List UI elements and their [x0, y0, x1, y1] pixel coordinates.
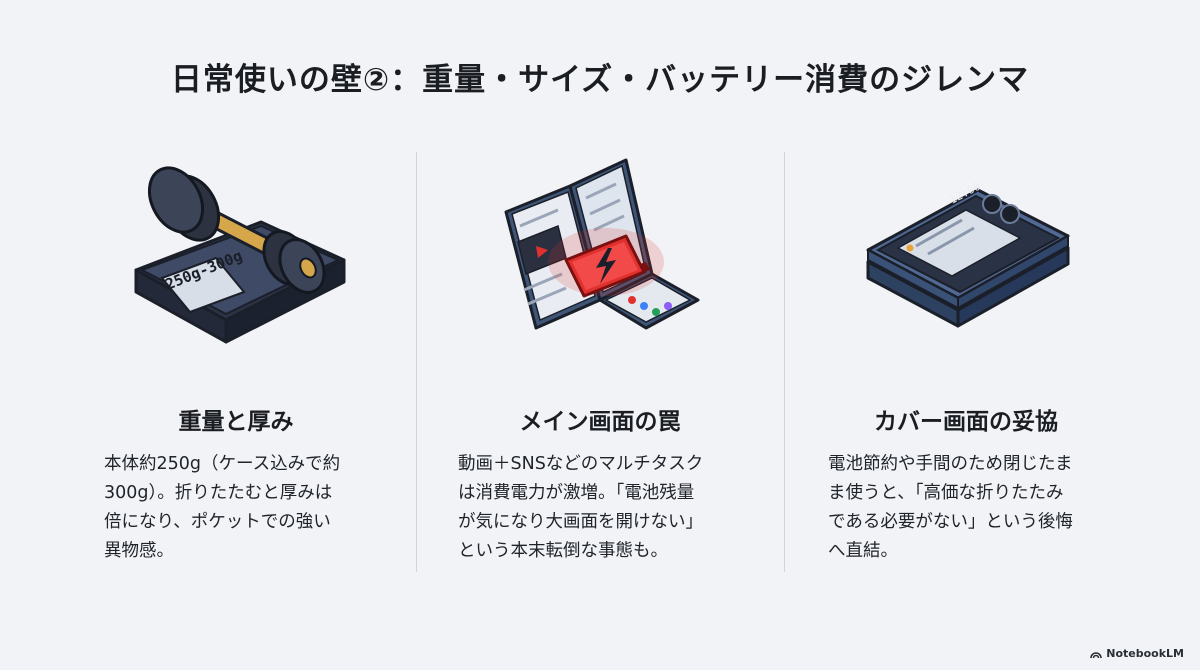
- body-line: へ直結。: [828, 541, 898, 561]
- foldable-battery-warning-icon: [504, 158, 700, 330]
- notebooklm-brand: NotebookLM: [1090, 647, 1184, 660]
- body-line: が気になり大画面を開けない」: [458, 512, 703, 532]
- body-line: 倍になり、ポケットでの強い: [104, 512, 331, 532]
- column-body: 本体約250g（ケース込みで約 300g）。折りたたむと厚みは 倍になり、ポケッ…: [104, 450, 424, 566]
- body-line: 300g）。折りたたむと厚みは: [104, 483, 333, 503]
- column-weight: 250g-300g 重量と厚み 本体約250g（ケース込みで約 300g）。折り…: [76, 150, 396, 580]
- column-main-screen: メイン画面の罠 動画＋SNSなどのマルチタスク は消費電力が激増。「電池残量 が…: [440, 150, 760, 580]
- column-divider-right: [784, 152, 785, 572]
- notebooklm-logo-icon: [1090, 651, 1103, 658]
- body-line: 異物感。: [104, 541, 174, 561]
- brand-label: NotebookLM: [1106, 647, 1184, 660]
- column-heading: カバー画面の妥協: [874, 409, 1058, 435]
- body-line: 電池節約や手間のため閉じたま: [828, 454, 1073, 474]
- body-line: という本末転倒な事態も。: [458, 541, 668, 561]
- body-line: 本体約250g（ケース込みで約: [104, 454, 341, 474]
- body-line: ま使うと、「高価な折りたたみ: [828, 483, 1064, 503]
- body-line: である必要がない」という後悔: [828, 512, 1073, 532]
- body-line: 動画＋SNSなどのマルチタスク: [458, 454, 704, 474]
- column-heading: メイン画面の罠: [519, 409, 681, 435]
- slide-title: 日常使いの壁②：重量・サイズ・バッテリー消費のジレンマ: [170, 62, 1030, 98]
- column-body: 電池節約や手間のため閉じたま ま使うと、「高価な折りたたみ である必要がない」と…: [828, 450, 1148, 566]
- body-line: は消費電力が激増。「電池残量: [458, 483, 695, 503]
- column-body: 動画＋SNSなどのマルチタスク は消費電力が激増。「電池残量 が気になり大画面を…: [458, 450, 778, 566]
- dumbbell-scale-icon: 250g-300g: [134, 166, 346, 344]
- column-cover-screen: 12:00 カバー画面の妥協 電池節約や手間のため閉じたま ま使うと、「高価な折…: [806, 150, 1126, 580]
- column-divider-left: [416, 152, 417, 572]
- closed-foldable-phone-icon: 12:00: [866, 180, 1070, 328]
- column-heading: 重量と厚み: [178, 409, 294, 435]
